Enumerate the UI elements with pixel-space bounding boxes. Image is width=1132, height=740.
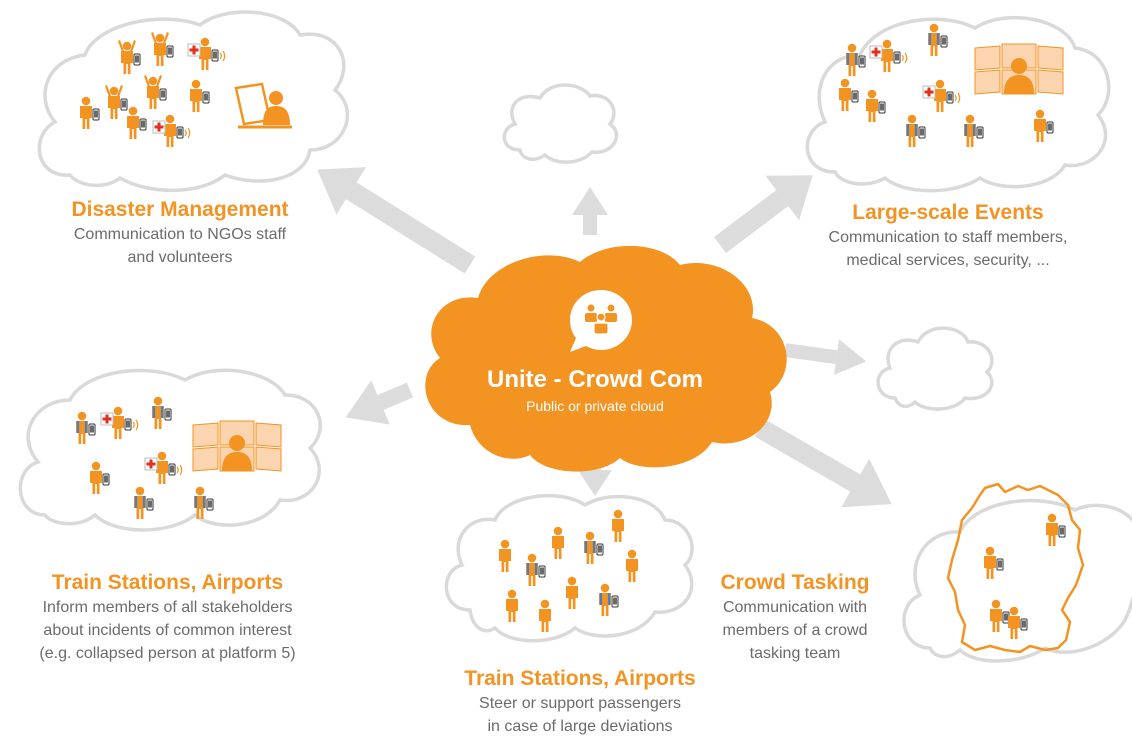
cloud-crowd-tasking — [902, 498, 1132, 663]
node-title: Crowd Tasking — [720, 571, 870, 594]
node-title: Train Stations, Airports — [51, 571, 284, 594]
video-wall-icon — [974, 43, 1064, 95]
node-desc-line: Communication with — [722, 599, 868, 616]
node-disaster: Disaster Management Communication to NGO… — [30, 197, 330, 269]
cloud-empty-top — [502, 83, 619, 164]
node-title: Train Stations, Airports — [464, 667, 696, 690]
node-desc-line: Inform members of all stakeholders — [42, 599, 293, 616]
laptop-operator-icon — [234, 82, 292, 129]
node-desc-line: and volunteers — [127, 249, 233, 266]
node-train-bottom: Train Stations, Airports Steer or suppor… — [430, 666, 730, 738]
events-crowd — [839, 24, 1064, 147]
arrow-to-disaster — [317, 167, 476, 274]
arrow-to-empty-cloud-top — [572, 187, 608, 235]
hub-title: Unite - Crowd Com — [487, 366, 703, 393]
node-desc-line: in case of large deviations — [487, 718, 673, 735]
node-desc-line: members of a crowd — [722, 622, 868, 639]
arrow-to-crowd-tasking — [755, 419, 892, 508]
video-wall-icon — [192, 420, 282, 472]
node-crowd-tasking: Crowd Tasking Communication with members… — [690, 570, 900, 665]
arrow-to-events — [713, 175, 813, 253]
disaster-crowd — [80, 32, 292, 147]
arrow-to-train-left — [345, 380, 414, 425]
node-desc-line: Steer or support passengers — [479, 695, 681, 712]
cloud-empty-right — [876, 326, 994, 411]
germany-map-icon — [946, 482, 1085, 654]
node-desc-line: medical services, security, ... — [846, 252, 1050, 269]
node-title: Large-scale Events — [852, 201, 1044, 224]
cloud-train-bottom — [444, 493, 694, 643]
cloud-events — [805, 15, 1111, 193]
node-desc-line: (e.g. collapsed person at platform 5) — [39, 645, 296, 662]
node-desc-line: Communication to NGOs staff — [73, 226, 287, 243]
node-desc-line: tasking team — [749, 645, 841, 662]
node-train-left: Train Stations, Airports Inform members … — [10, 570, 325, 665]
cloud-train-left — [18, 368, 322, 532]
node-title: Disaster Management — [71, 198, 289, 221]
hub-subtitle: Public or private cloud — [526, 398, 664, 414]
node-desc-line: about incidents of common interest — [43, 622, 292, 639]
crowd-chat-icon — [570, 290, 632, 352]
node-events: Large-scale Events Communication to staf… — [798, 200, 1098, 272]
train-left-crowd — [76, 397, 282, 519]
hub-cloud — [425, 245, 787, 472]
node-desc-line: Communication to staff members, — [828, 229, 1068, 246]
arrow-to-empty-cloud-right — [784, 339, 867, 376]
